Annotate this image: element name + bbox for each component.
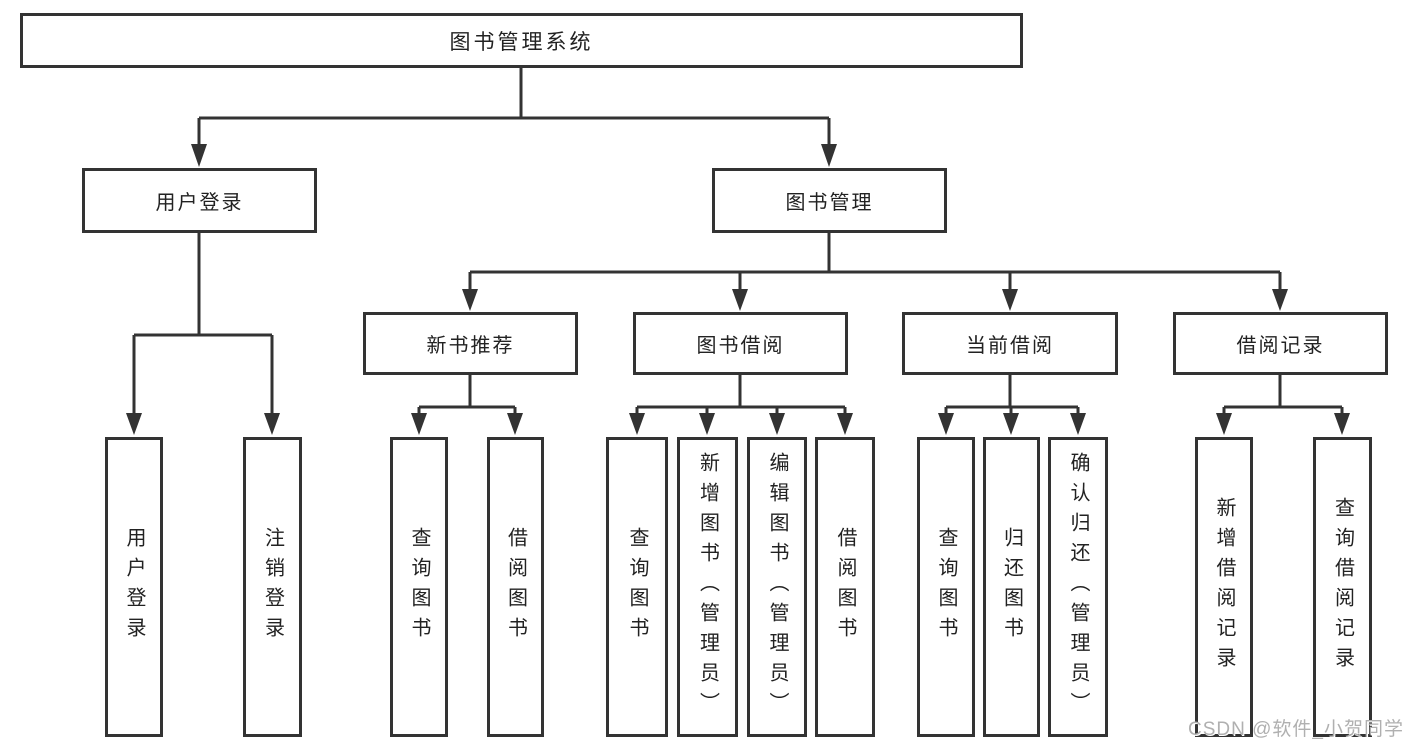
leaf-logout-label: 注销登录 <box>261 527 284 647</box>
leaf-nbr-query-books: 查询图书 <box>390 437 448 737</box>
leaf-cb-confirm-return-admin: 确认归还（管理员） <box>1048 437 1108 737</box>
node-user-login-branch: 用户登录 <box>82 168 317 233</box>
leaf-cb-query-books: 查询图书 <box>917 437 975 737</box>
leaf-nbr-query-books-label: 查询图书 <box>408 527 430 647</box>
leaf-nbr-borrow-books-label: 借阅图书 <box>504 527 527 647</box>
leaf-bb-edit-books-admin: 编辑图书（管理员） <box>747 437 807 737</box>
node-book-borrowing: 图书借阅 <box>633 312 848 375</box>
leaf-bb-query-books: 查询图书 <box>606 437 668 737</box>
leaf-cb-return-books: 归还图书 <box>983 437 1040 737</box>
node-user-login-branch-label: 用户登录 <box>155 192 244 214</box>
node-borrowing-records: 借阅记录 <box>1173 312 1388 375</box>
node-root-label: 图书管理系统 <box>449 30 594 54</box>
leaf-cb-query-books-label: 查询图书 <box>935 527 957 647</box>
node-borrowing-records-label: 借阅记录 <box>1236 335 1325 357</box>
leaf-logout: 注销登录 <box>243 437 302 737</box>
leaf-br-add-record-label: 新增借阅记录 <box>1213 497 1235 677</box>
leaf-bb-edit-books-admin-label: 编辑图书（管理员） <box>766 452 788 722</box>
node-current-borrowing-label: 当前借阅 <box>966 335 1054 357</box>
leaf-user-login-label: 用户登录 <box>123 527 145 647</box>
leaf-cb-confirm-return-admin-label: 确认归还（管理员） <box>1067 452 1089 722</box>
leaf-bb-borrow-books: 借阅图书 <box>815 437 875 737</box>
node-current-borrowing: 当前借阅 <box>902 312 1118 375</box>
leaf-br-query-record: 查询借阅记录 <box>1313 437 1372 737</box>
leaf-bb-add-books-admin-label: 新增图书（管理员） <box>696 452 719 722</box>
leaf-bb-borrow-books-label: 借阅图书 <box>834 527 856 647</box>
leaf-bb-add-books-admin: 新增图书（管理员） <box>677 437 738 737</box>
leaf-br-add-record: 新增借阅记录 <box>1195 437 1253 737</box>
leaf-bb-query-books-label: 查询图书 <box>626 527 648 647</box>
node-new-book-recommend: 新书推荐 <box>363 312 578 375</box>
csdn-watermark: CSDN @软件_小贺同学 <box>1188 719 1404 740</box>
leaf-br-query-record-label: 查询借阅记录 <box>1331 497 1354 677</box>
node-book-management-branch: 图书管理 <box>712 168 947 233</box>
node-root-system: 图书管理系统 <box>20 13 1023 68</box>
node-book-borrowing-label: 图书借阅 <box>696 335 785 357</box>
node-book-management-branch-label: 图书管理 <box>785 192 874 214</box>
leaf-user-login: 用户登录 <box>105 437 163 737</box>
node-new-book-recommend-label: 新书推荐 <box>426 335 515 357</box>
leaf-cb-return-books-label: 归还图书 <box>1000 527 1023 647</box>
leaf-nbr-borrow-books: 借阅图书 <box>487 437 544 737</box>
